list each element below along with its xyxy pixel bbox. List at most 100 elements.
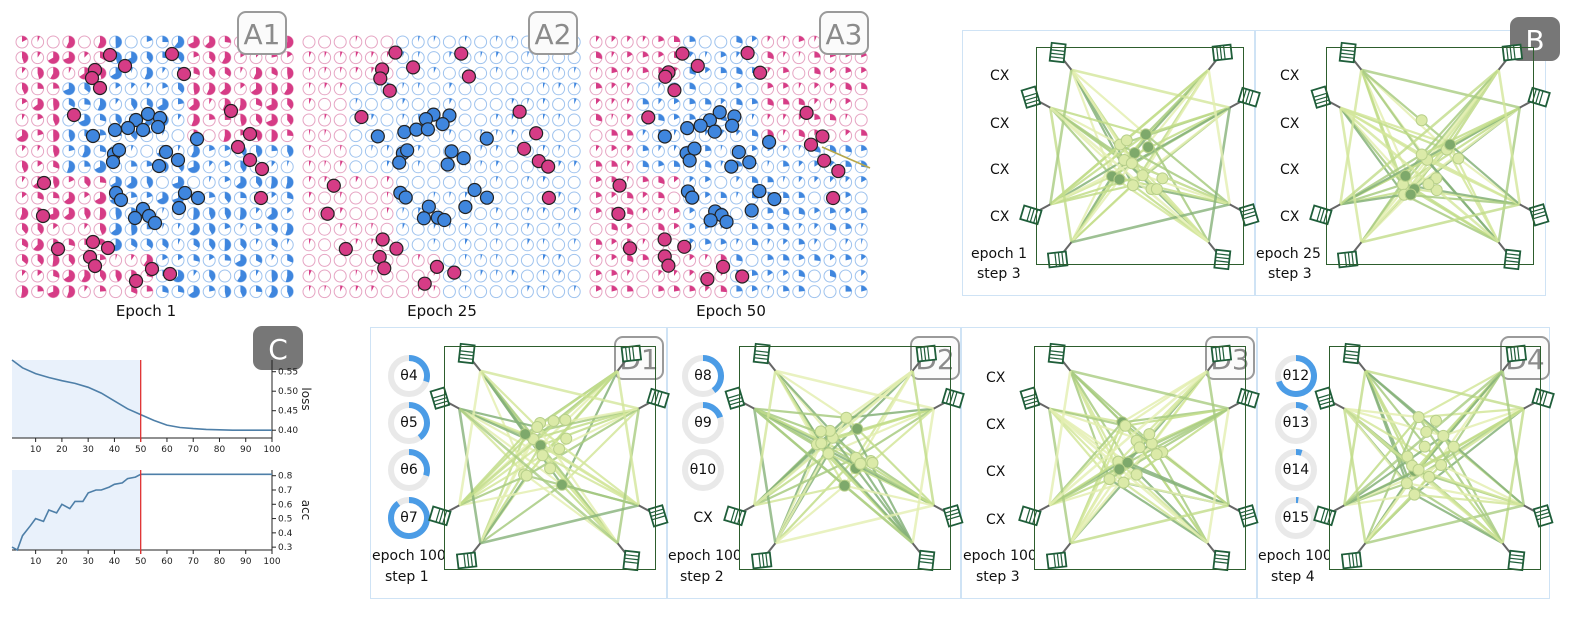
gate-stripe <box>1214 347 1218 362</box>
gate-stripe <box>1240 511 1255 517</box>
qubit-node <box>814 425 827 438</box>
grid-cell-fill <box>271 254 275 261</box>
grid-cell <box>349 144 363 158</box>
entanglement-link <box>1048 69 1073 205</box>
sample-point-class-b <box>416 211 432 226</box>
grid-cell-fill <box>267 207 278 220</box>
qubit-node <box>531 421 544 434</box>
gate-stripe <box>1348 553 1352 568</box>
grid-cell <box>302 113 316 127</box>
gate-stripe <box>1509 347 1513 362</box>
grid-cell-fill <box>558 223 561 230</box>
grid-cell-fill <box>309 176 312 183</box>
grid-cell-fill <box>68 67 72 74</box>
gate-stripe <box>1218 346 1222 361</box>
tag-a1: A1 <box>237 11 287 55</box>
entanglement-link <box>457 370 482 506</box>
grid-cell-fill <box>53 176 60 189</box>
grid-cell-fill <box>37 270 43 276</box>
grid-cell-fill <box>371 145 374 152</box>
grid-cell <box>349 129 363 143</box>
grid-cell-fill <box>658 145 662 152</box>
grid-cell-fill <box>752 270 758 276</box>
qubit-node <box>1415 148 1428 161</box>
sample-point-class-a <box>753 65 768 80</box>
grid-cell-fill <box>527 285 530 292</box>
grid-cell-fill <box>110 176 122 189</box>
sample-point-class-b <box>467 182 482 198</box>
qubit-node <box>1408 488 1421 501</box>
gate-stripe <box>650 389 656 404</box>
gate-stripe <box>1214 561 1229 564</box>
grid-cell-fill <box>371 285 375 292</box>
grid-cell <box>489 285 503 299</box>
grid-cell-fill <box>237 270 247 282</box>
grid-cell <box>520 253 534 267</box>
grid-cell <box>839 269 853 283</box>
gate-stripe <box>1535 511 1550 517</box>
entanglement-link <box>480 369 640 410</box>
entanglement-link <box>457 408 482 544</box>
gate-box <box>941 387 965 409</box>
gate-stripe <box>438 509 444 524</box>
series-line <box>11 473 272 552</box>
grid-cell <box>396 35 410 49</box>
grid-cell-fill <box>68 238 75 247</box>
grid-cell-fill <box>178 223 181 230</box>
grid-cell <box>396 285 410 299</box>
entanglement-link <box>1048 481 1124 507</box>
gate-stripe <box>435 508 441 523</box>
grid-cell-fill <box>193 67 200 76</box>
grid-cell-fill <box>814 176 819 183</box>
grid-cell-fill <box>449 129 452 136</box>
sample-point-class-b <box>400 143 415 158</box>
gate-stripe <box>1248 90 1254 105</box>
sample-point-class-a <box>254 161 270 177</box>
sample-point-class-a <box>622 241 638 256</box>
grid-cell-fill <box>178 82 184 93</box>
grid-cell-fill <box>100 223 107 235</box>
grid-cell-fill <box>209 160 214 167</box>
grid-cell-fill <box>187 160 200 173</box>
grid-cell-fill <box>783 238 788 245</box>
grid-cell-fill <box>480 51 483 58</box>
sample-point-class-a <box>326 178 341 193</box>
grid-cell-fill <box>285 176 294 189</box>
grid-cell <box>364 82 378 96</box>
grid-cell-fill <box>465 238 468 245</box>
grid-cell-fill <box>224 223 231 230</box>
gate-stripe <box>1319 208 1325 223</box>
entanglement-link <box>1497 69 1522 205</box>
grid-cell-fill <box>767 160 770 167</box>
grid-cell <box>536 222 550 236</box>
entanglement-link <box>1339 106 1406 196</box>
d2-param-3: θ10 <box>689 462 717 478</box>
entanglement-link <box>1339 183 1404 206</box>
grid-cell-fill <box>642 160 649 168</box>
gate-stripe <box>1317 393 1332 399</box>
gate-glyph <box>1020 85 1042 109</box>
gate-stripe <box>1516 346 1520 361</box>
grid-cell-fill <box>209 285 216 292</box>
sample-point-class-a <box>690 58 705 73</box>
grid-cell-fill <box>558 145 561 152</box>
gate-stripe <box>1219 45 1223 60</box>
grid-cell-fill <box>658 223 665 231</box>
grid-cell-fill <box>783 129 786 136</box>
grid-cell-fill <box>845 207 851 214</box>
sample-point-class-b <box>479 190 495 205</box>
grid-cell <box>807 269 821 283</box>
gate-glyph <box>1236 387 1260 409</box>
grid-cell-fill <box>674 223 680 230</box>
qubit-node <box>1401 450 1414 463</box>
grid-cell-fill <box>99 207 107 220</box>
gate-glyph <box>723 505 747 527</box>
x-tick-label: 40 <box>109 445 121 455</box>
grid-cell-fill <box>22 67 26 74</box>
grid-cell-fill <box>767 270 773 276</box>
grid-cell-fill <box>674 145 677 152</box>
grid-cell-fill <box>527 98 530 105</box>
grid-cell-fill <box>256 285 263 292</box>
grid-cell-fill <box>172 176 184 189</box>
sample-point-class-a <box>658 69 673 84</box>
